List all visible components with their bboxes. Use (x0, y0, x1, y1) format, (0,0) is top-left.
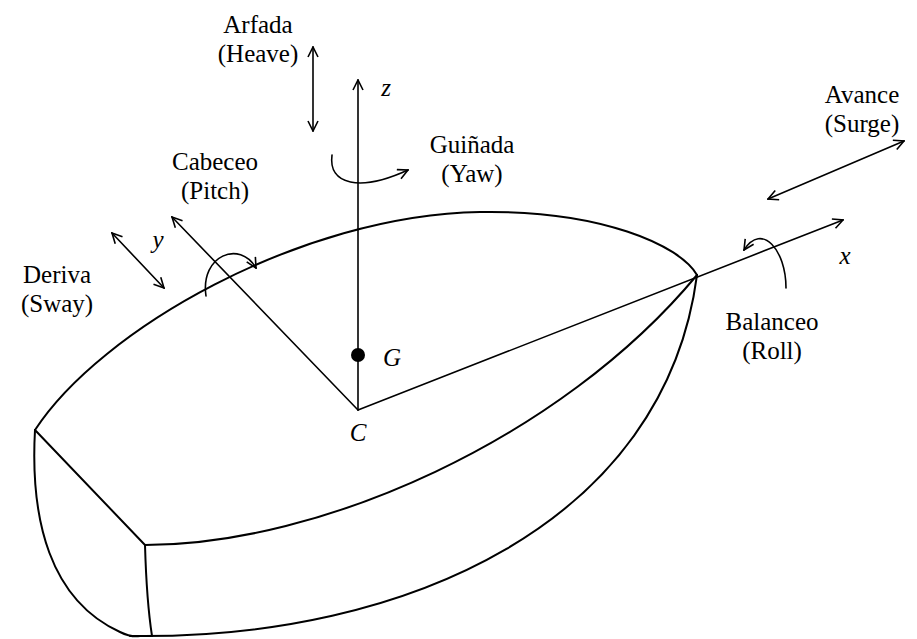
gravity-center-dot (351, 348, 365, 362)
motion-label: Arfada (Heave) (218, 11, 298, 69)
transom-edge (145, 545, 152, 636)
surge-arrow (768, 141, 904, 199)
motion-label: Cabeceo (Pitch) (172, 148, 258, 206)
transom-top (35, 430, 145, 545)
axis-label: y (152, 226, 163, 255)
yaw-arrow (332, 155, 408, 183)
axis-label: x (839, 242, 850, 271)
x-axis (358, 220, 843, 410)
heave-arrow (312, 47, 314, 131)
roll-arrow (744, 239, 786, 288)
axis-label: z (381, 74, 391, 103)
motion-label: Deriva (Sway) (21, 261, 93, 319)
motion-label: Guiñada (Yaw) (430, 131, 515, 189)
pitch-arrow (205, 254, 256, 296)
point-label: C (350, 419, 367, 448)
deck-edge-far (35, 212, 697, 430)
y-axis (172, 217, 358, 410)
motion-label: Balanceo (Roll) (725, 308, 818, 366)
keel-corner (140, 635, 152, 637)
motion-label: Avance (Surge) (825, 81, 900, 139)
transom-side (34, 430, 140, 636)
point-label: G (383, 344, 401, 373)
deck-edge-near (145, 275, 697, 545)
hull-bottom (130, 275, 697, 636)
